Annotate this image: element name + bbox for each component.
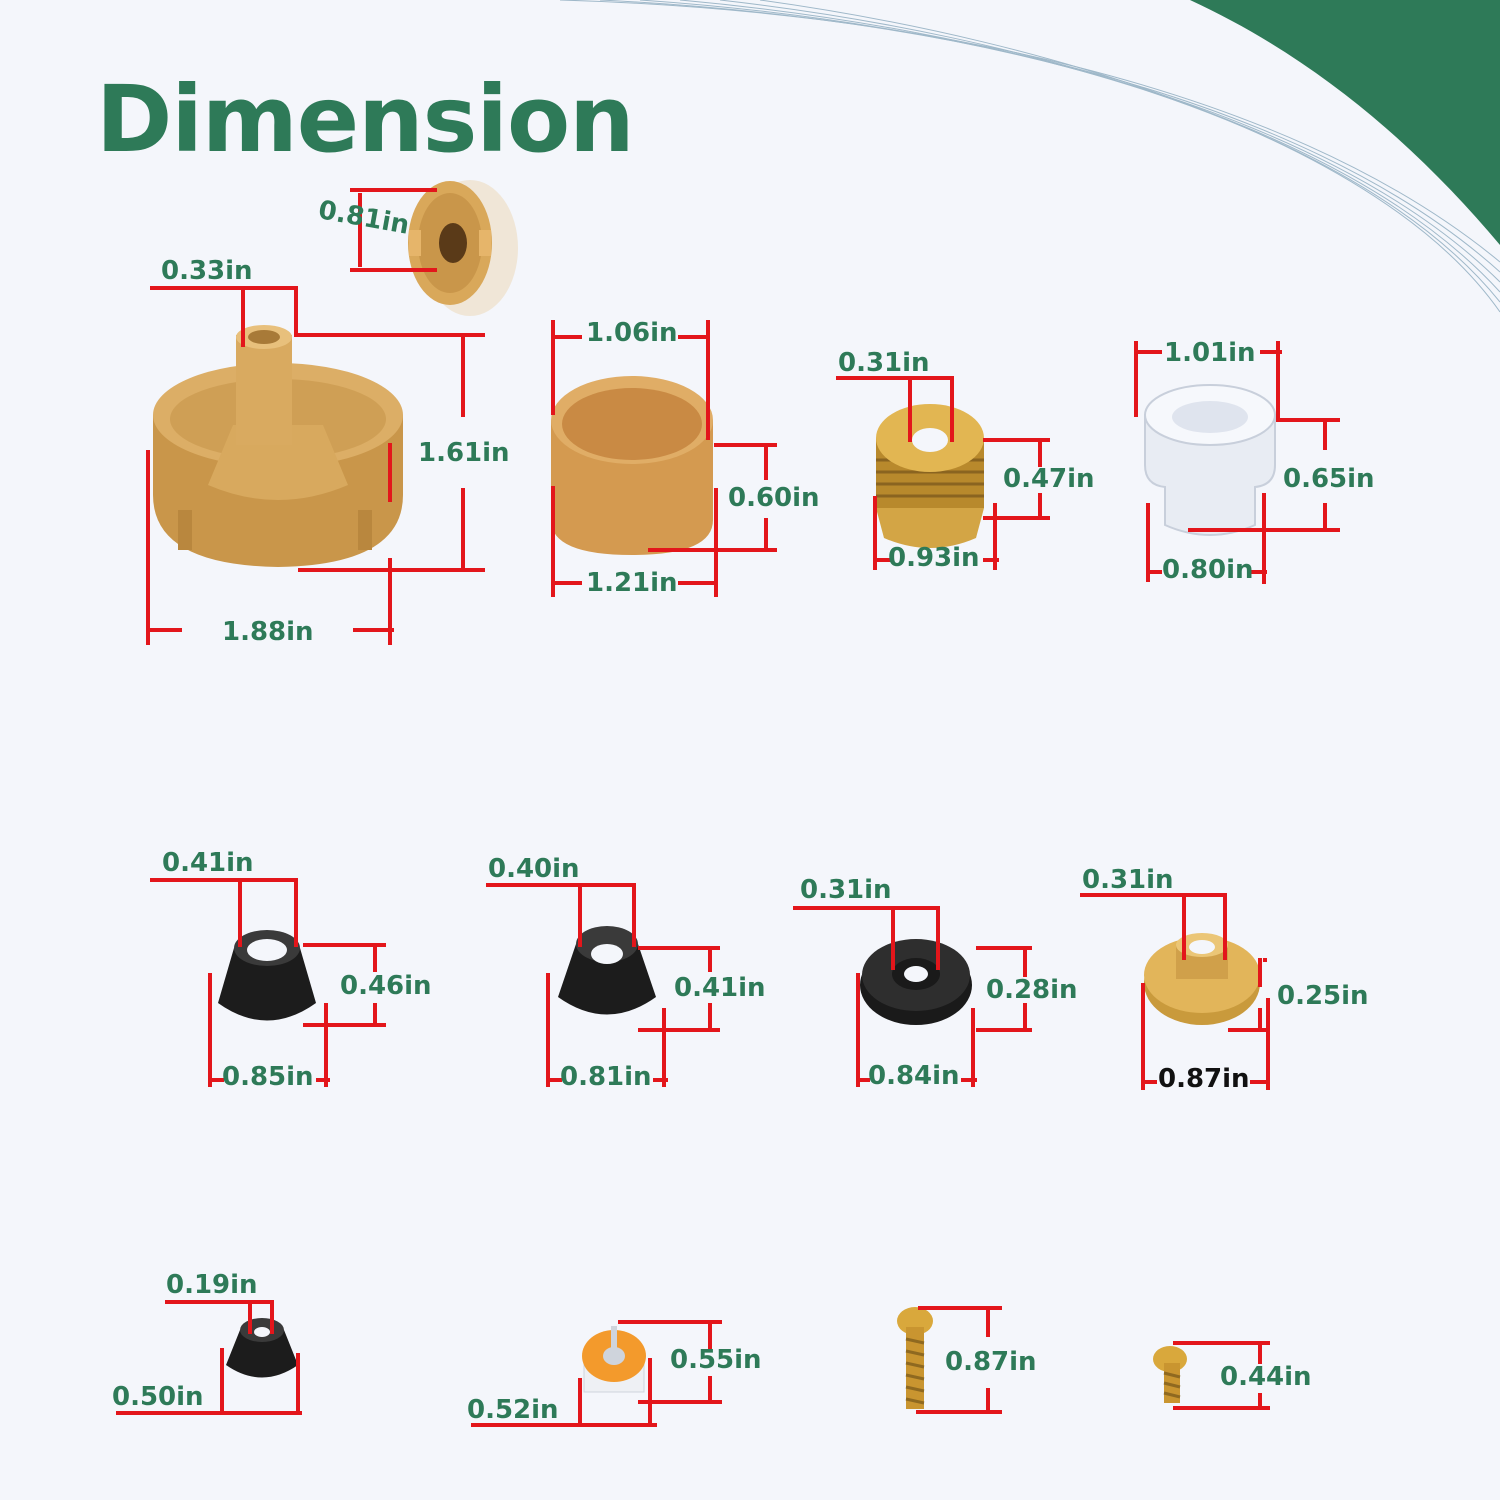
- orange-washer-image: [582, 1326, 646, 1393]
- dimension-label: 0.52in: [467, 1395, 559, 1425]
- dimension-label: 0.41in: [674, 973, 766, 1003]
- dimension-label: 0.47in: [1003, 464, 1095, 494]
- spline-adapter-image: [153, 325, 403, 567]
- long-brass-screw-image: [897, 1307, 933, 1409]
- dimension-label: 0.60in: [728, 483, 820, 513]
- dimension-label: 1.06in: [586, 318, 678, 348]
- dimension-label: 0.81in: [560, 1062, 652, 1092]
- dimension-label: 0.44in: [1220, 1362, 1312, 1392]
- black-washer-image: [860, 939, 972, 1025]
- dimension-label: 0.41in: [162, 848, 254, 878]
- brass-washer-image: [1144, 933, 1260, 1025]
- dimension-label: 0.55in: [670, 1345, 762, 1375]
- dimension-label: 0.50in: [112, 1382, 204, 1412]
- dimension-label: 0.87in: [1158, 1064, 1250, 1094]
- dimension-label: 1.61in: [418, 438, 510, 468]
- dimension-label: 1.21in: [586, 568, 678, 598]
- dimension-label: 0.31in: [838, 348, 930, 378]
- dimension-label: 0.19in: [166, 1270, 258, 1300]
- dimension-label: 0.93in: [888, 543, 980, 573]
- dimension-label: 0.33in: [161, 256, 253, 286]
- dimension-label: 1.88in: [222, 617, 314, 647]
- dimension-label: 0.80in: [1162, 555, 1254, 585]
- dimension-label: 0.31in: [1082, 865, 1174, 895]
- brass-bushing-image: [876, 404, 984, 548]
- dimension-label: 0.31in: [800, 875, 892, 905]
- tan-cap-image: [551, 376, 713, 555]
- black-seat-1-image: [218, 930, 316, 1021]
- page-title: Dimension: [96, 66, 635, 173]
- dimension-label: 0.85in: [222, 1062, 314, 1092]
- dimension-label: 0.25in: [1277, 981, 1369, 1011]
- dimension-label: 0.28in: [986, 975, 1078, 1005]
- dimension-label: 0.87in: [945, 1347, 1037, 1377]
- dimension-label: 0.65in: [1283, 464, 1375, 494]
- dimension-label: 0.46in: [340, 971, 432, 1001]
- dimension-label: 1.01in: [1164, 338, 1256, 368]
- black-seat-2-image: [558, 926, 656, 1015]
- short-brass-screw-image: [1153, 1346, 1187, 1403]
- clear-insert-image: [1144, 384, 1276, 536]
- dimension-label: 0.40in: [488, 854, 580, 884]
- dimension-label: 0.84in: [868, 1061, 960, 1091]
